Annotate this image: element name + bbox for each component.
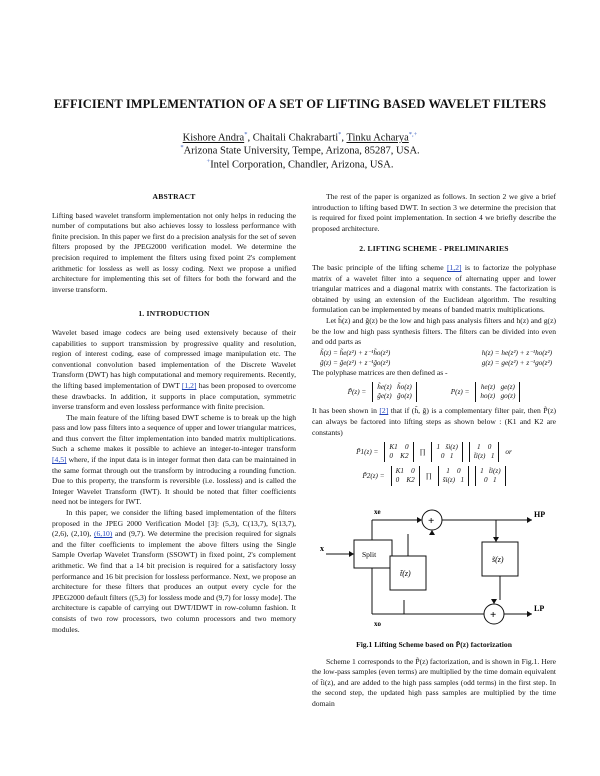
right-column: The rest of the paper is organized as fo… (312, 192, 556, 710)
intro-paragraph-1: Wavelet based image codecs are being use… (52, 327, 296, 412)
scheme-paragraph: Scheme 1 corresponds to the P̃(z) factor… (312, 656, 556, 709)
equation: g(z) = ge(z²) + z⁻¹go(z²) (481, 358, 552, 367)
author-mark: * (244, 131, 248, 138)
citation-link[interactable]: (6,10) (93, 529, 113, 539)
t-block-label: t̃(z) (400, 569, 411, 578)
hp-output-label: HP (534, 510, 545, 519)
author-name: Chaitali Chakrabarti (252, 132, 339, 144)
author-name[interactable]: Tinku Acharya (346, 132, 409, 144)
figure-caption: Fig.1 Lifting Scheme based on P̃(z) fact… (356, 640, 512, 650)
citation-link[interactable]: [2] (379, 406, 389, 416)
intro-paragraph-3: In this paper, we consider the lifting b… (52, 508, 296, 634)
lifting-scheme-figure: x xe xo Split t̃(z) s̃(z) + + HP LP (312, 490, 556, 638)
polyphase-matrices: P̃(z) = h̃e(z) h̃o(z)g̃e(z) g̃o(z) P(z) … (312, 382, 556, 403)
input-x-label: x (320, 544, 324, 553)
affil-mark: + (206, 158, 211, 165)
paper-title: EFFICIENT IMPLEMENTATION OF A SET OF LIF… (53, 97, 547, 111)
lifting-diagram: x xe xo Split t̃(z) s̃(z) + + HP LP (320, 508, 545, 628)
affil-text: Arizona State University, Tempe, Arizona… (183, 145, 420, 157)
affil-text: Intel Corporation, Chandler, Arizona, US… (210, 159, 394, 171)
equation: h̃(z) = h̃e(z²) + z⁻¹h̃o(z²) (320, 348, 391, 357)
citation-link[interactable]: [1,2] (446, 262, 462, 272)
split-label: Split (362, 550, 377, 559)
equation: h(z) = he(z²) + z⁻¹ho(z²) (481, 348, 552, 357)
abstract-text: Lifting based wavelet transform implemen… (52, 210, 296, 294)
organization-paragraph: The rest of the paper is organized as fo… (312, 192, 556, 233)
abstract-heading: ABSTRACT (152, 192, 196, 201)
author-mark: *,+ (408, 131, 418, 138)
intro-paragraph-2: The main feature of the lifting based DW… (52, 412, 296, 507)
polyphase-text: The polyphase matrices are then defined … (312, 367, 448, 377)
author-name[interactable]: Kishore Andra (182, 132, 245, 144)
filters-paragraph: Let h̃(z) and g̃(z) be the low and high … (312, 315, 556, 347)
author-line: Kishore Andra*, Chaitali Chakrabarti*, T… (182, 131, 418, 144)
equation: g̃(z) = g̃e(z²) + z⁻¹g̃o(z²) (320, 358, 391, 367)
lifting-basic-paragraph: The basic principle of the lifting schem… (312, 262, 557, 315)
input-xo-label: xo (374, 620, 382, 628)
section2-heading: 2. LIFTING SCHEME - PRELIMINARIES (359, 244, 509, 254)
plus-bottom: + (490, 609, 496, 621)
left-column: ABSTRACT Lifting based wavelet transform… (52, 192, 296, 635)
plus-top: + (428, 515, 434, 527)
filter-equations: h̃(z) = h̃e(z²) + z⁻¹h̃o(z²) h(z) = he(z²… (312, 348, 556, 368)
or-label: or (505, 447, 512, 456)
author-mark: * (338, 131, 342, 138)
affiliation-2: +Intel Corporation, Chandler, Arizona, U… (40, 155, 560, 172)
intro-heading: 1. INTRODUCTION (138, 309, 210, 319)
input-xe-label: xe (374, 508, 381, 516)
affiliation-1: *Arizona State University, Tempe, Arizon… (40, 141, 560, 158)
affil-mark: * (180, 144, 184, 151)
lp-output-label: LP (534, 604, 544, 613)
citation-link[interactable]: [1,2] (181, 380, 197, 390)
factorization-paragraph: It has been shown in [2] that if (h̃, g̃… (312, 406, 556, 437)
citation-link[interactable]: [4,5] (52, 455, 67, 465)
s-block-label: s̃(z) (492, 555, 504, 564)
